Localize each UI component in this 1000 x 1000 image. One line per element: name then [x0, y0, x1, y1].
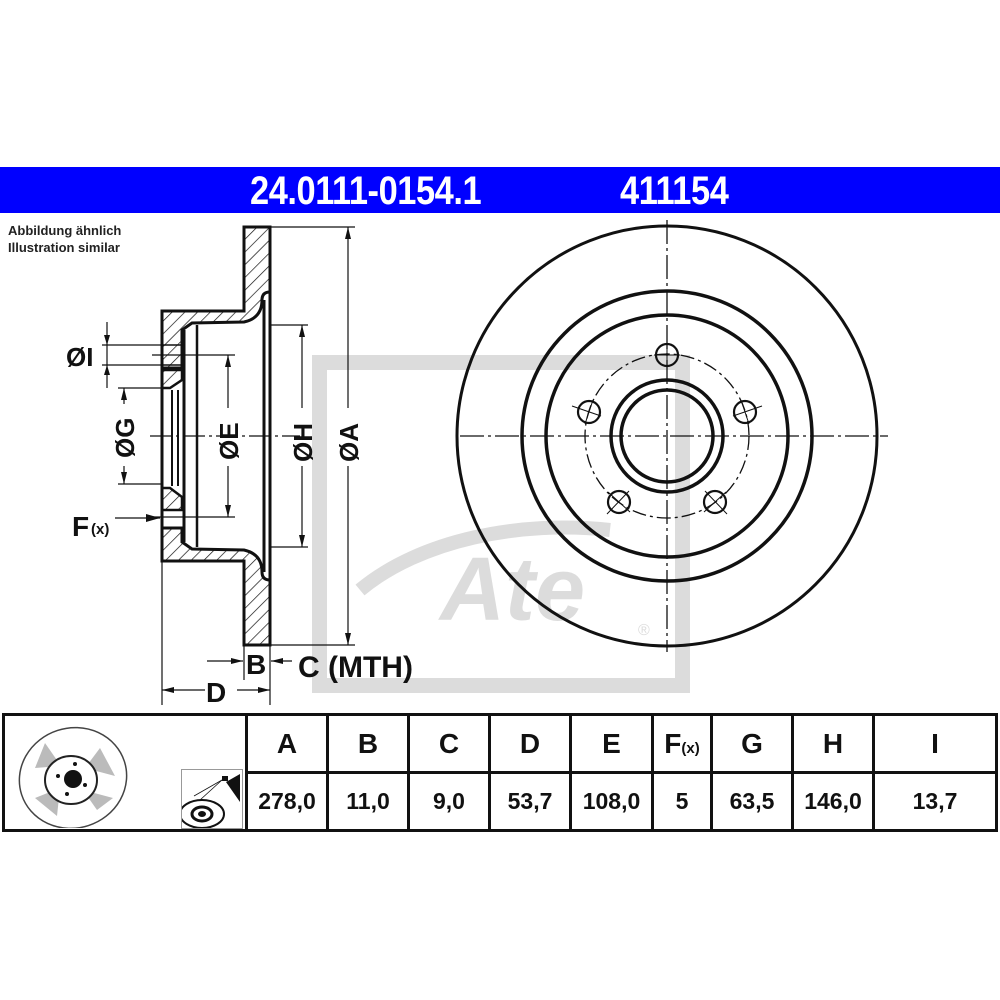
- value-d: 53,7: [488, 771, 572, 832]
- label-dia-i: ØI: [66, 342, 93, 372]
- svg-text:®: ®: [638, 622, 650, 639]
- header-c: C: [407, 713, 491, 774]
- label-f: F: [72, 511, 89, 542]
- label-dia-a: ØA: [334, 423, 364, 462]
- header-f: F(x): [651, 713, 713, 774]
- label-f-sub: (x): [91, 521, 109, 538]
- header-b: B: [326, 713, 410, 774]
- header-a: A: [245, 713, 329, 774]
- dimensions-table: A B C D E F(x) G H I 278,0 11,0 9,0 53,7…: [2, 713, 998, 832]
- value-g: 63,5: [710, 771, 794, 832]
- cross-section-view: ØI ØG ØE ØH ØA F (x) B C (MTH) D: [66, 225, 413, 708]
- watermark-logo: Ate ®: [312, 355, 690, 693]
- label-dia-e: ØE: [214, 422, 244, 460]
- reference-number: 411154: [620, 169, 729, 213]
- value-a: 278,0: [245, 771, 329, 832]
- label-d: D: [206, 677, 226, 708]
- header-g: G: [710, 713, 794, 774]
- header-d: D: [488, 713, 572, 774]
- caption-english: Illustration similar: [8, 240, 120, 255]
- header-banner: 24.0111-0154.1 411154: [0, 167, 1000, 213]
- label-c-mth: C (MTH): [298, 651, 413, 684]
- caption-german: Abbildung ähnlich: [8, 223, 122, 238]
- label-dia-h: ØH: [288, 423, 318, 462]
- value-f: 5: [651, 771, 713, 832]
- icon-cell: [2, 713, 248, 832]
- header-e: E: [569, 713, 654, 774]
- label-dia-g: ØG: [110, 418, 140, 458]
- brake-disc-thumbnail-icon: [18, 726, 128, 828]
- label-b: B: [246, 649, 266, 680]
- watermark-brand: Ate: [438, 540, 585, 640]
- value-h: 146,0: [791, 771, 875, 832]
- value-c: 9,0: [407, 771, 491, 832]
- value-e: 108,0: [569, 771, 654, 832]
- spray-coating-icon: [181, 769, 243, 829]
- part-number: 24.0111-0154.1: [250, 169, 482, 213]
- value-i: 13,7: [872, 771, 998, 832]
- header-i: I: [872, 713, 998, 774]
- front-view: [455, 220, 888, 652]
- header-h: H: [791, 713, 875, 774]
- value-b: 11,0: [326, 771, 410, 832]
